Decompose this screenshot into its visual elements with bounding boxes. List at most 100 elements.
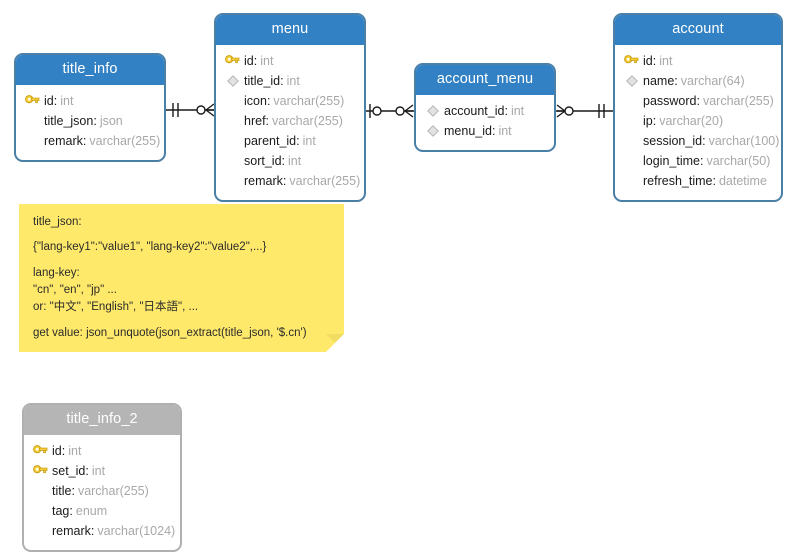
field-icon-placeholder bbox=[24, 133, 41, 149]
field-row[interactable]: remark:varchar(1024) bbox=[32, 521, 175, 541]
sticky-note-title-json[interactable]: title_json: {"lang-key1":"value1", "lang-… bbox=[19, 204, 344, 352]
entity-title-title_info: title_info bbox=[16, 55, 164, 85]
field-name: login_time bbox=[643, 153, 700, 168]
field-colon: : bbox=[504, 103, 508, 118]
field-icon-placeholder bbox=[224, 133, 241, 149]
field-row[interactable]: tag:enum bbox=[32, 501, 170, 521]
field-name: ip bbox=[643, 113, 653, 128]
field-colon: : bbox=[712, 173, 716, 188]
field-colon: : bbox=[674, 73, 678, 88]
field-row[interactable]: id:int bbox=[24, 91, 154, 111]
field-name: title bbox=[52, 483, 72, 498]
field-icon-placeholder bbox=[623, 113, 640, 129]
field-type: varchar(100) bbox=[708, 133, 780, 148]
field-colon: : bbox=[652, 113, 657, 128]
field-icon-placeholder bbox=[224, 153, 241, 169]
field-row[interactable]: title_json:json bbox=[24, 111, 154, 131]
field-type: int bbox=[302, 133, 316, 148]
field-type: int bbox=[659, 53, 673, 68]
field-row[interactable]: href:varchar(255) bbox=[224, 111, 354, 131]
note-line: title_json: bbox=[33, 216, 82, 228]
field-type: varchar(1024) bbox=[97, 523, 176, 538]
field-row[interactable]: session_id:varchar(100) bbox=[623, 131, 779, 151]
field-row[interactable]: parent_id:int bbox=[224, 131, 354, 151]
foreign-key-icon bbox=[424, 103, 441, 119]
field-type: int bbox=[91, 463, 106, 478]
field-row[interactable]: ip:varchar(20) bbox=[623, 111, 771, 131]
foreign-key-icon bbox=[623, 73, 640, 89]
field-icon-placeholder bbox=[32, 483, 49, 499]
field-row[interactable]: icon:varchar(255) bbox=[224, 91, 354, 111]
field-row[interactable]: id:int bbox=[623, 51, 771, 71]
field-name: href bbox=[244, 113, 266, 128]
field-colon: : bbox=[82, 133, 87, 148]
field-row[interactable]: name:varchar(64) bbox=[623, 71, 771, 91]
relationship-menu-account_menu bbox=[366, 104, 414, 118]
field-colon: : bbox=[702, 133, 706, 148]
field-name: set_id bbox=[52, 463, 86, 478]
field-colon: : bbox=[491, 123, 496, 138]
field-colon: : bbox=[696, 93, 700, 108]
field-colon: : bbox=[71, 483, 75, 498]
field-row[interactable]: remark:varchar(255) bbox=[24, 131, 160, 151]
field-name: remark bbox=[44, 133, 83, 148]
field-row[interactable]: remark:varchar(255) bbox=[224, 171, 360, 191]
field-name: password bbox=[643, 93, 697, 108]
note-line: {"lang-key1":"value1", "lang-key2":"valu… bbox=[33, 241, 267, 254]
primary-key-icon bbox=[24, 93, 41, 109]
field-type: varchar(255) bbox=[89, 133, 161, 148]
field-colon: : bbox=[69, 503, 73, 518]
field-row[interactable]: account_id:int bbox=[424, 101, 544, 121]
entity-title-account: account bbox=[615, 15, 781, 45]
field-row[interactable]: password:varchar(255) bbox=[623, 91, 774, 111]
field-icon-placeholder bbox=[32, 503, 49, 519]
field-name: id bbox=[44, 93, 54, 108]
field-row[interactable]: login_time:varchar(50) bbox=[623, 151, 771, 171]
field-type: int bbox=[286, 73, 300, 88]
field-type: varchar(50) bbox=[706, 153, 771, 168]
field-colon: : bbox=[699, 153, 704, 168]
primary-key-icon bbox=[623, 53, 640, 69]
field-type: int bbox=[260, 53, 274, 68]
field-type: enum bbox=[75, 503, 108, 518]
field-colon: : bbox=[265, 113, 270, 128]
note-line: get value: json_unquote(json_extract(tit… bbox=[33, 326, 307, 339]
note-line: lang-key: bbox=[33, 266, 80, 279]
field-name: refresh_time bbox=[643, 173, 713, 188]
field-colon: : bbox=[280, 73, 284, 88]
entity-title-account_menu: account_menu bbox=[416, 65, 554, 95]
field-type: varchar(64) bbox=[680, 73, 745, 88]
field-colon: : bbox=[266, 93, 271, 108]
field-row[interactable]: sort_id:int bbox=[224, 151, 354, 171]
field-name: id bbox=[52, 443, 62, 458]
field-type: int bbox=[498, 123, 512, 138]
field-icon-placeholder bbox=[623, 153, 640, 169]
field-colon: : bbox=[253, 53, 258, 68]
field-type: varchar(255) bbox=[702, 93, 774, 108]
field-row[interactable]: id:int bbox=[224, 51, 354, 71]
field-row[interactable]: id:int bbox=[32, 441, 170, 461]
field-icon-placeholder bbox=[32, 523, 49, 539]
field-row[interactable]: title_id:int bbox=[224, 71, 354, 91]
field-row[interactable]: menu_id:int bbox=[424, 121, 544, 141]
field-row[interactable]: refresh_time:datetime bbox=[623, 171, 771, 191]
entity-title-menu: menu bbox=[216, 15, 364, 45]
field-icon-placeholder bbox=[224, 173, 241, 189]
field-colon: : bbox=[90, 523, 95, 538]
field-row[interactable]: title:varchar(255) bbox=[32, 481, 170, 501]
field-icon-placeholder bbox=[224, 93, 241, 109]
field-icon-placeholder bbox=[623, 133, 640, 149]
field-name: title_json bbox=[44, 113, 94, 128]
field-name: tag bbox=[52, 503, 70, 518]
field-colon: : bbox=[61, 443, 66, 458]
relationship-title_info-menu bbox=[166, 103, 215, 117]
field-type: int bbox=[288, 153, 302, 168]
field-row[interactable]: set_id:int bbox=[32, 461, 170, 481]
